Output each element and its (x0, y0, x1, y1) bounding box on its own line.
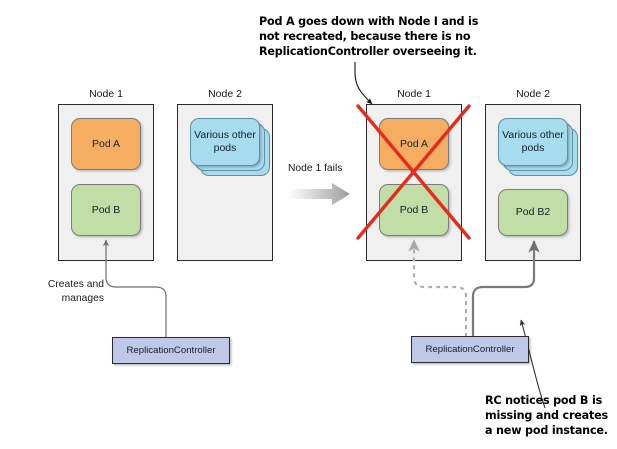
rc-label: ReplicationController (425, 344, 515, 355)
right-node-1-label: Node 1 (397, 88, 431, 100)
left-node-1-label: Node 1 (89, 88, 123, 100)
right-node-2-label: Node 2 (516, 88, 550, 100)
right-pod-b2: Pod B2 (498, 189, 568, 236)
annotation-line: ReplicationController overseeing it. (259, 45, 477, 59)
annotation-line: a new pod instance. (485, 424, 608, 438)
pod-label: Pod A (91, 137, 121, 150)
transition-arrow-icon (288, 183, 350, 205)
caption-line: manages (61, 292, 104, 304)
left-replicationcontroller-box: ReplicationController (112, 337, 230, 364)
pod-label: Various other pods (502, 129, 564, 154)
rc-label: ReplicationController (126, 345, 216, 356)
creates-and-manages-label: Creates and manages (28, 278, 104, 305)
pod-a-annotation: Pod A goes down with Node I and is not r… (259, 14, 509, 60)
right-replicationcontroller-box: ReplicationController (411, 336, 529, 363)
pod-label: Pod A (399, 137, 429, 150)
left-node-2-label: Node 2 (208, 88, 242, 100)
right-pod-various-other: Various other pods (498, 118, 568, 166)
right-pod-b: Pod B (379, 184, 449, 236)
pod-label: Pod B (91, 203, 121, 216)
annotation-line: not recreated, because there is no (259, 30, 471, 44)
caption-line: Creates and (47, 279, 104, 290)
rc-recreate-annotation: RC notices pod B is missing and creates … (485, 393, 615, 439)
pod-label: Pod B (399, 203, 429, 216)
pod-label: Pod B2 (515, 206, 551, 218)
annotation-line: RC notices pod B is (485, 394, 603, 407)
left-pod-b: Pod B (71, 184, 141, 236)
pod-label: Various other pods (194, 129, 256, 154)
annotation-line: Pod A goes down with Node I and is (259, 15, 479, 28)
node-1-fails-label: Node 1 fails (288, 163, 343, 174)
right-various-other-pods-stack: Various other pods (498, 118, 578, 180)
left-various-other-pods-stack: Various other pods (190, 118, 270, 180)
left-pod-a: Pod A (71, 118, 141, 170)
left-pod-various-other: Various other pods (190, 118, 260, 166)
right-pod-a: Pod A (379, 118, 449, 170)
annotation-line: missing and creates (485, 409, 609, 423)
